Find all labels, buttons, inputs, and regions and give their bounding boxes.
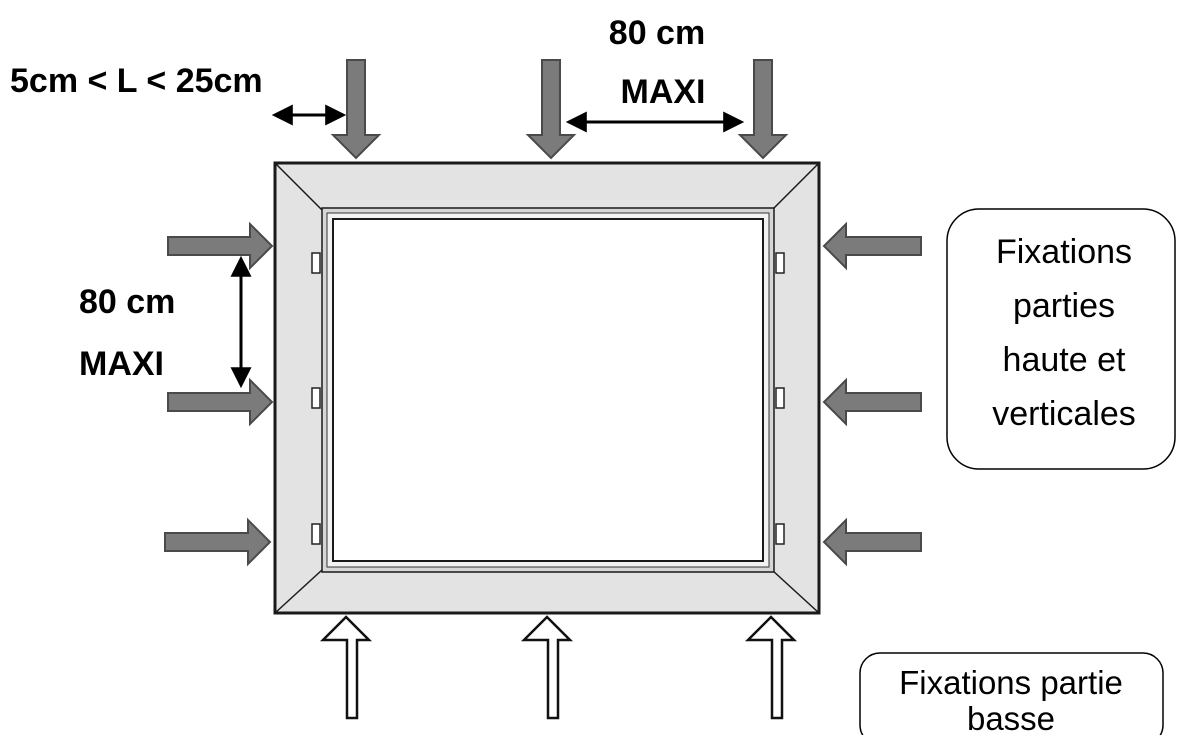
callout-line: verticales — [992, 395, 1136, 433]
hollow-block-arrow-icon — [744, 615, 798, 720]
block-arrow-icon — [167, 221, 274, 271]
callout-bottom: Fixations partie basse — [859, 652, 1164, 735]
block-arrow-icon — [737, 59, 789, 160]
callout-line: parties — [1013, 287, 1115, 325]
top-spacing-label-line2: MAXI — [621, 73, 706, 111]
block-arrow-icon — [525, 59, 577, 160]
frame-bevel-top-right — [771, 162, 820, 211]
edge-distance-label: 5cm < L < 25cm — [10, 62, 263, 100]
left-fixation-arrows — [164, 221, 274, 567]
lug-left-bottom — [311, 523, 321, 545]
side-spacing-label-line2: MAXI — [79, 345, 164, 383]
callout-line: basse — [967, 700, 1055, 735]
block-arrow-icon — [822, 377, 922, 427]
callout-line: Fixations partie — [899, 664, 1123, 701]
frame-bevel-top-left — [274, 162, 323, 211]
window-frame — [273, 161, 821, 615]
lug-right-middle — [775, 387, 785, 409]
top-spacing-label-line1: 80 cm — [609, 14, 705, 52]
block-arrow-icon — [822, 221, 922, 271]
block-arrow-icon — [167, 377, 274, 427]
callout-top-and-sides: Fixations parties haute et verticales — [946, 208, 1176, 470]
right-fixation-arrows — [822, 221, 922, 567]
lug-right-top — [775, 252, 785, 274]
lug-right-bottom — [775, 523, 785, 545]
block-arrow-icon — [330, 59, 382, 160]
top-fixation-arrows — [330, 59, 789, 160]
frame-bevel-bottom-left — [274, 569, 323, 614]
lug-left-middle — [311, 387, 321, 409]
hollow-block-arrow-icon — [520, 615, 574, 720]
side-spacing-label-line1: 80 cm — [79, 283, 175, 321]
hollow-block-arrow-icon — [319, 615, 373, 720]
dimension-arrows — [230, 104, 745, 389]
lug-left-top — [311, 252, 321, 274]
callout-box — [859, 652, 1164, 735]
callout-line: Fixations — [996, 233, 1132, 271]
frame-bevel-bottom-right — [771, 569, 820, 614]
callout-line: haute et — [1003, 341, 1126, 379]
block-arrow-icon — [164, 517, 272, 567]
bottom-fixation-arrows — [319, 615, 798, 720]
glass-pane — [332, 218, 764, 562]
callout-box — [946, 208, 1176, 470]
block-arrow-icon — [822, 517, 922, 567]
